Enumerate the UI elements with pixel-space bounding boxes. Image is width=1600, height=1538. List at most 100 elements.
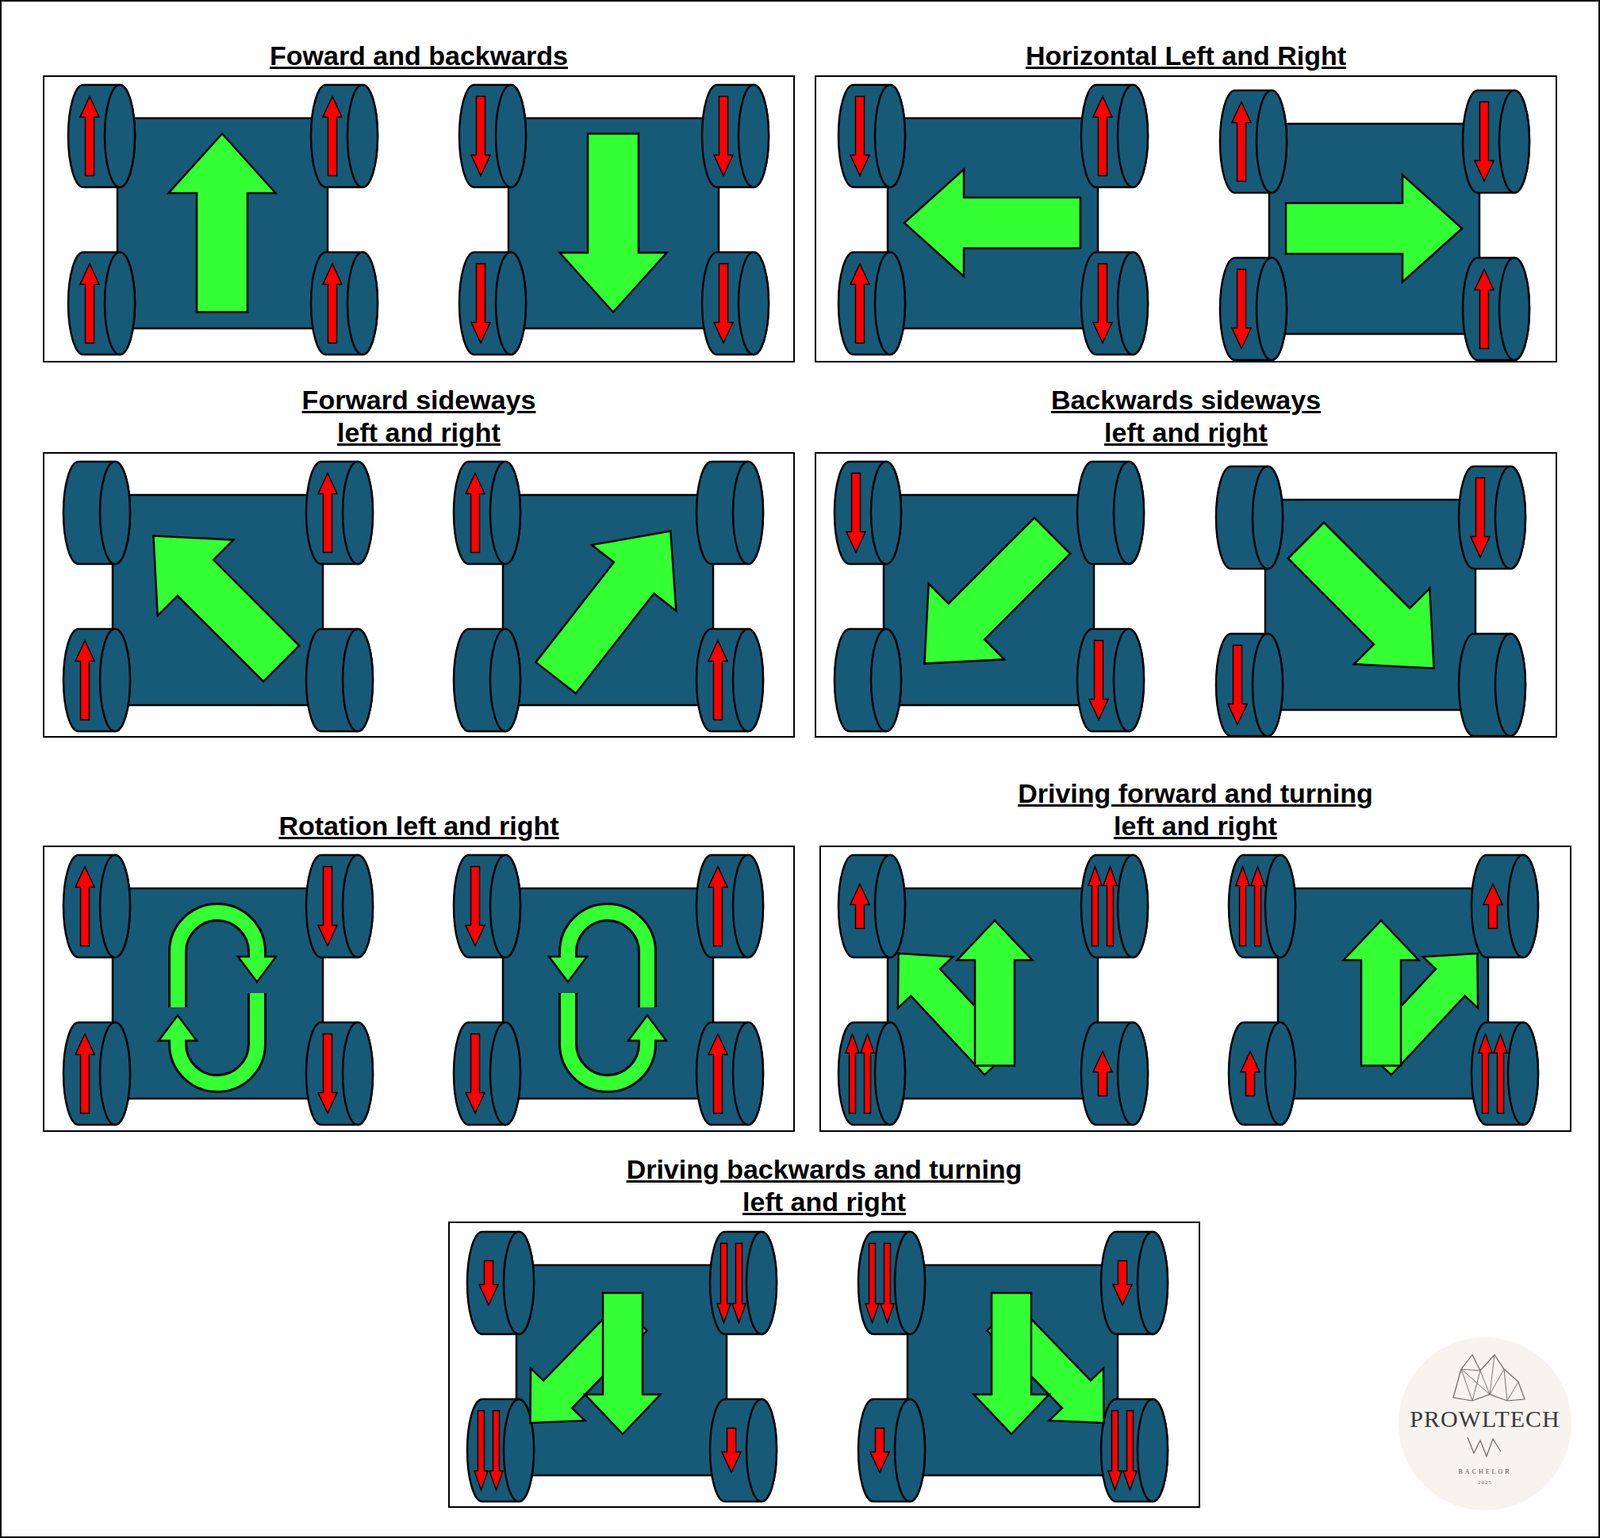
panel-heading: Horizontal Left and Right	[908, 39, 1464, 73]
motion-arrow	[1343, 920, 1420, 1067]
panel-heading: Rotation left and right	[141, 809, 697, 843]
robot-body	[907, 1265, 1118, 1476]
wheel-arrow	[850, 884, 870, 929]
motion-arrow	[1285, 175, 1462, 283]
wheel	[696, 855, 764, 958]
robot	[1220, 90, 1530, 361]
wheel-arrow	[471, 264, 491, 344]
wheel-face	[874, 252, 906, 355]
wheel	[858, 1399, 925, 1502]
wheel	[467, 1399, 534, 1502]
wheel-face	[495, 252, 526, 355]
wheel-arrow	[80, 96, 100, 177]
wheel	[68, 84, 135, 188]
wheel-face	[495, 84, 526, 188]
wheel	[838, 84, 906, 188]
wheel	[1228, 1022, 1296, 1125]
wheel-face	[1117, 252, 1148, 355]
motion-panel: Backwards sideways left and right	[814, 452, 1558, 738]
robot-body	[1265, 499, 1476, 710]
wheel	[1081, 855, 1148, 958]
robot	[453, 461, 764, 732]
wheel-face	[1117, 84, 1148, 188]
wheel	[1216, 633, 1283, 737]
wheel	[306, 1022, 373, 1125]
rotation-icon	[548, 912, 667, 1084]
wheel-arrow	[471, 96, 491, 177]
wheel-arrow	[322, 96, 342, 177]
wheel-face	[1495, 633, 1526, 737]
wheel-face	[1137, 1231, 1168, 1335]
rotation-arc	[177, 912, 258, 1008]
wheel-arrow	[1231, 102, 1251, 182]
wheel-arrow	[1231, 269, 1251, 350]
wheel-face	[732, 461, 764, 565]
wheel-arrow	[708, 867, 728, 947]
wheel-arrow	[80, 264, 100, 344]
wheel-face	[1499, 257, 1530, 361]
rotation-head	[548, 956, 588, 983]
wheel-arrow	[850, 264, 870, 344]
wheel	[310, 252, 378, 355]
robot-body	[887, 888, 1098, 1099]
robot	[858, 1231, 1168, 1502]
rotation-arc	[567, 993, 648, 1084]
logo-year: 2025	[1477, 1480, 1493, 1487]
wheel-arrow	[1227, 645, 1248, 726]
panel-heading: Driving backwards and turning left and r…	[616, 1153, 1033, 1219]
robot	[63, 855, 373, 1125]
robot-body	[1269, 123, 1480, 334]
robot	[68, 84, 378, 355]
wheel-arrow	[1123, 1411, 1137, 1491]
motion-arrow	[153, 535, 300, 682]
wheel-face	[732, 1022, 764, 1125]
wheel-arrow	[860, 1034, 875, 1114]
wheel-arrow	[870, 1428, 890, 1474]
motion-arrow	[1288, 522, 1435, 669]
wheel-face	[347, 84, 378, 188]
wheel	[467, 1231, 534, 1335]
rotation-head	[237, 956, 277, 983]
wheel	[1077, 629, 1144, 732]
wheel-arrow	[713, 264, 733, 344]
wheel	[1216, 466, 1283, 569]
robot-body	[508, 118, 719, 329]
wheel-face	[1495, 466, 1526, 569]
wheel-face	[870, 461, 902, 565]
motion-arrow	[168, 134, 277, 313]
wheel	[310, 84, 378, 188]
robot	[838, 84, 1148, 355]
wheel	[63, 629, 131, 732]
wheel-arrow	[880, 1243, 895, 1324]
wheel	[838, 252, 906, 355]
wheel	[453, 855, 521, 958]
wheel-face	[490, 629, 521, 732]
wheel-face	[894, 1399, 925, 1502]
motion-arrow	[924, 517, 1071, 664]
logo-wolf-lines	[1461, 1354, 1519, 1401]
wheel-arrow	[1493, 1034, 1508, 1114]
wheel-face	[874, 84, 906, 188]
robot	[467, 1231, 777, 1502]
wheel-face	[746, 1231, 777, 1335]
wheel-arrow	[1240, 1051, 1260, 1097]
wheel-arrow	[1089, 640, 1109, 721]
wheel	[1471, 855, 1539, 958]
wheel	[1458, 633, 1526, 737]
wheel-arrow	[318, 867, 338, 947]
wheel-arrow	[474, 1411, 488, 1491]
wheel-face	[1117, 1022, 1148, 1125]
wheel-face	[104, 252, 135, 355]
wheel	[1458, 466, 1526, 569]
wheel	[858, 1231, 925, 1335]
logo-wolf	[1453, 1354, 1525, 1401]
wheel-arrow	[1235, 867, 1250, 947]
rotation-arc	[567, 912, 648, 1008]
wheel-arrow	[1088, 867, 1102, 947]
wheel-face	[1507, 1022, 1539, 1125]
wheel-face	[738, 252, 769, 355]
wheel	[453, 629, 521, 732]
wheel-face	[874, 855, 906, 958]
